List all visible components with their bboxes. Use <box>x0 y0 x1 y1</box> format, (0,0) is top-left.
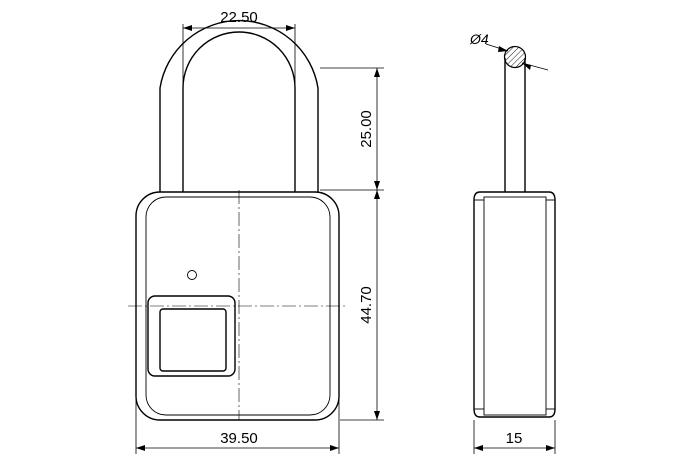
fingerprint-sensor-bezel <box>147 295 236 377</box>
body-width-label: 39.50 <box>220 430 258 447</box>
shackle-outer <box>159 19 319 192</box>
dimension-body-height: 44.70 <box>340 190 384 421</box>
shackle-inner <box>182 31 296 192</box>
side-body-inner <box>483 196 547 416</box>
body-height-label: 44.70 <box>358 286 375 324</box>
front-view <box>128 19 346 421</box>
shackle-section-hatched <box>503 45 527 69</box>
shackle-width-label: 22.50 <box>220 9 258 26</box>
shackle-diameter-label: Ø4 <box>469 31 489 47</box>
side-body-outer <box>473 191 556 418</box>
dimension-shackle-height: 25.00 <box>320 67 384 191</box>
side-view <box>473 45 556 418</box>
dimension-body-width: 39.50 <box>135 386 340 454</box>
dimension-thickness: 15 <box>473 420 556 454</box>
led-indicator <box>187 270 197 280</box>
thickness-label: 15 <box>506 430 523 447</box>
shackle-height-label: 25.00 <box>358 110 375 148</box>
dimension-shackle-width: 22.50 <box>182 9 296 86</box>
dimension-shackle-diameter: Ø4 <box>469 31 549 71</box>
fingerprint-sensor-window <box>159 308 227 372</box>
